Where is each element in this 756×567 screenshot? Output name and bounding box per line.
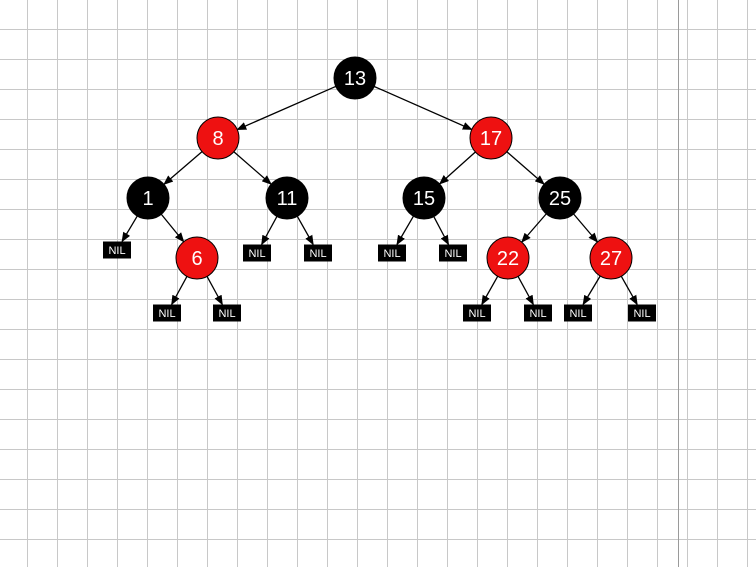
tree-node-25: 25 (538, 176, 582, 220)
edge-n6-nil7 (206, 276, 223, 306)
edge-n11-nil2 (261, 216, 278, 246)
edges (121, 85, 638, 306)
nil-leaf: NIL (304, 244, 332, 262)
tree-node-8: 8 (196, 116, 240, 160)
tree-node-1: 1 (126, 176, 170, 220)
edge-n25-n22 (521, 213, 547, 243)
black-node-circle (538, 176, 582, 220)
edge-n17-n25 (506, 151, 545, 185)
node-key-label: 11 (277, 188, 298, 210)
nil-leaf-box (304, 244, 332, 262)
nil-label: NIL (569, 308, 586, 320)
nil-label: NIL (633, 308, 650, 320)
nil-leaf-box (378, 244, 406, 262)
nil-leaf-box (463, 304, 491, 322)
nil-label: NIL (383, 248, 400, 260)
nil-leaf: NIL (628, 304, 656, 322)
nil-leaf-box (103, 241, 131, 259)
nil-leaf-box (564, 304, 592, 322)
black-node-circle (333, 56, 377, 100)
edge-n15-nil5 (433, 216, 450, 246)
nil-leaf: NIL (439, 244, 467, 262)
tree-node-27: 27 (589, 236, 633, 280)
nil-leaf: NIL (103, 241, 131, 259)
edge-n22-nil9 (517, 276, 534, 306)
node-key-label: 8 (212, 128, 223, 150)
tree-node-13: 13 (333, 56, 377, 100)
node-key-label: 27 (600, 248, 622, 270)
red-node-circle (589, 236, 633, 280)
page-edge-rule (678, 0, 679, 567)
nil-leaf-box (439, 244, 467, 262)
tree-node-11: 11 (265, 176, 309, 220)
edge-n17-n15 (438, 151, 476, 185)
black-node-circle (402, 176, 446, 220)
edge-n15-nil4 (396, 215, 415, 246)
tree-node-6: 6 (175, 236, 219, 280)
nil-leaf: NIL (564, 304, 592, 322)
nil-leaf-box (213, 304, 241, 322)
edge-n13-n8 (236, 85, 337, 131)
nil-leaf: NIL (463, 304, 491, 322)
edge-n27-nil11 (620, 275, 638, 306)
node-key-label: 1 (142, 188, 153, 210)
edge-n8-n1 (163, 151, 203, 185)
nil-leaf-box (524, 304, 552, 322)
node-key-label: 15 (413, 188, 435, 210)
node-key-label: 6 (191, 248, 202, 270)
edge-n22-nil8 (481, 275, 499, 306)
nil-label: NIL (248, 248, 265, 260)
black-node-circle (126, 176, 170, 220)
edge-n6-nil6 (171, 276, 188, 306)
nil-label: NIL (158, 308, 175, 320)
nil-leaf-box (243, 244, 271, 262)
edge-n11-nil3 (296, 215, 314, 246)
tree-node-17: 17 (469, 116, 513, 160)
nil-label: NIL (218, 308, 235, 320)
nil-leaf: NIL (524, 304, 552, 322)
edge-n1-nil1 (121, 215, 138, 243)
red-node-circle (175, 236, 219, 280)
node-key-label: 22 (497, 248, 519, 270)
black-node-circle (265, 176, 309, 220)
nil-label: NIL (529, 308, 546, 320)
edge-n27-nil10 (582, 275, 601, 306)
edge-n1-n6 (160, 213, 185, 243)
node-key-label: 25 (549, 188, 571, 210)
nil-leaf: NIL (213, 304, 241, 322)
nil-leaf: NIL (378, 244, 406, 262)
tree-node-15: 15 (402, 176, 446, 220)
red-node-circle (469, 116, 513, 160)
edge-n25-n27 (573, 213, 599, 243)
edge-n8-n11 (233, 151, 272, 185)
red-node-circle (486, 236, 530, 280)
red-node-circle (196, 116, 240, 160)
nil-leaf-box (628, 304, 656, 322)
node-key-label: 13 (344, 68, 366, 90)
nil-leaf: NIL (243, 244, 271, 262)
edge-n13-n17 (373, 85, 473, 131)
nil-leaf-box (153, 304, 181, 322)
nil-label: NIL (309, 248, 326, 260)
nil-label: NIL (468, 308, 485, 320)
node-key-label: 17 (480, 128, 502, 150)
nil-label: NIL (108, 245, 125, 257)
nil-leaf: NIL (153, 304, 181, 322)
nil-label: NIL (444, 248, 461, 260)
tree-node-22: 22 (486, 236, 530, 280)
